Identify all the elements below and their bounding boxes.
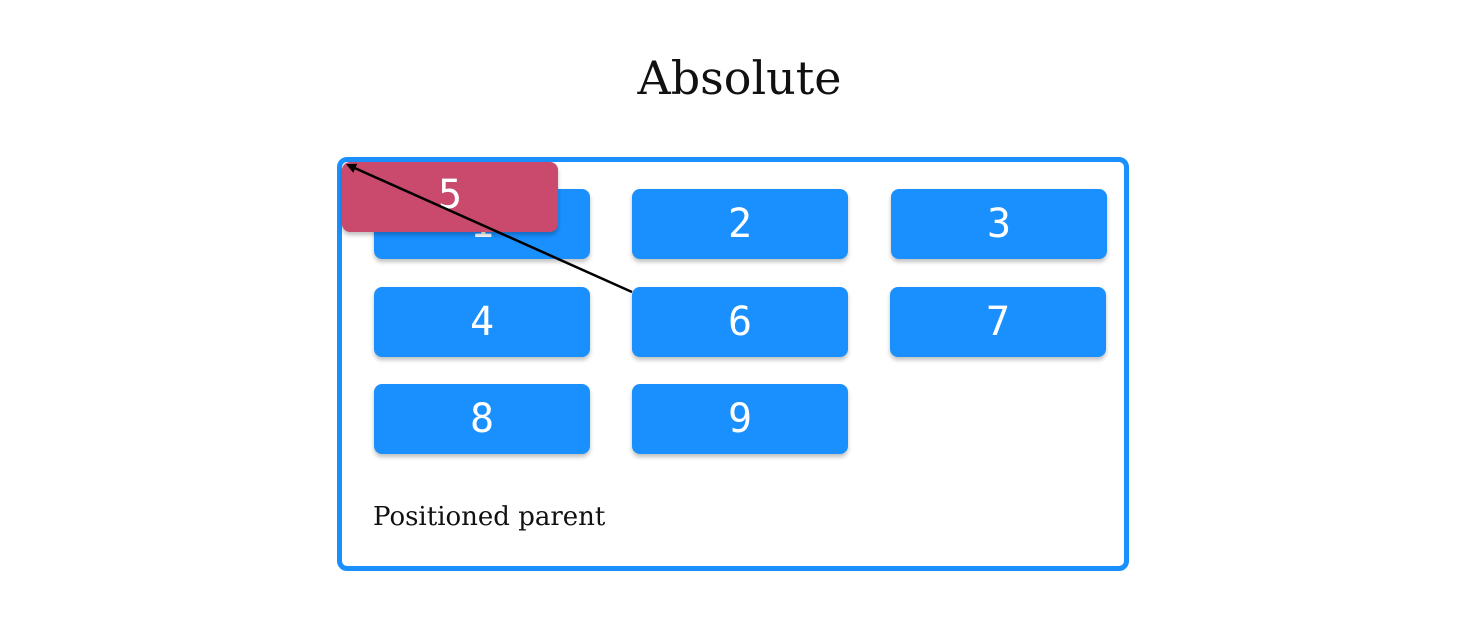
diagram-title: Absolute <box>637 51 842 105</box>
box-9: 9 <box>632 384 848 454</box>
box-8: 8 <box>374 384 590 454</box>
box-6: 6 <box>632 287 848 357</box>
box-3: 3 <box>891 189 1107 259</box>
box-7: 7 <box>890 287 1106 357</box>
box-2: 2 <box>632 189 848 259</box>
box-5-absolute: 5 <box>342 162 558 232</box>
box-4: 4 <box>374 287 590 357</box>
parent-label: Positioned parent <box>373 502 606 532</box>
positioned-parent-container <box>337 157 1129 571</box>
